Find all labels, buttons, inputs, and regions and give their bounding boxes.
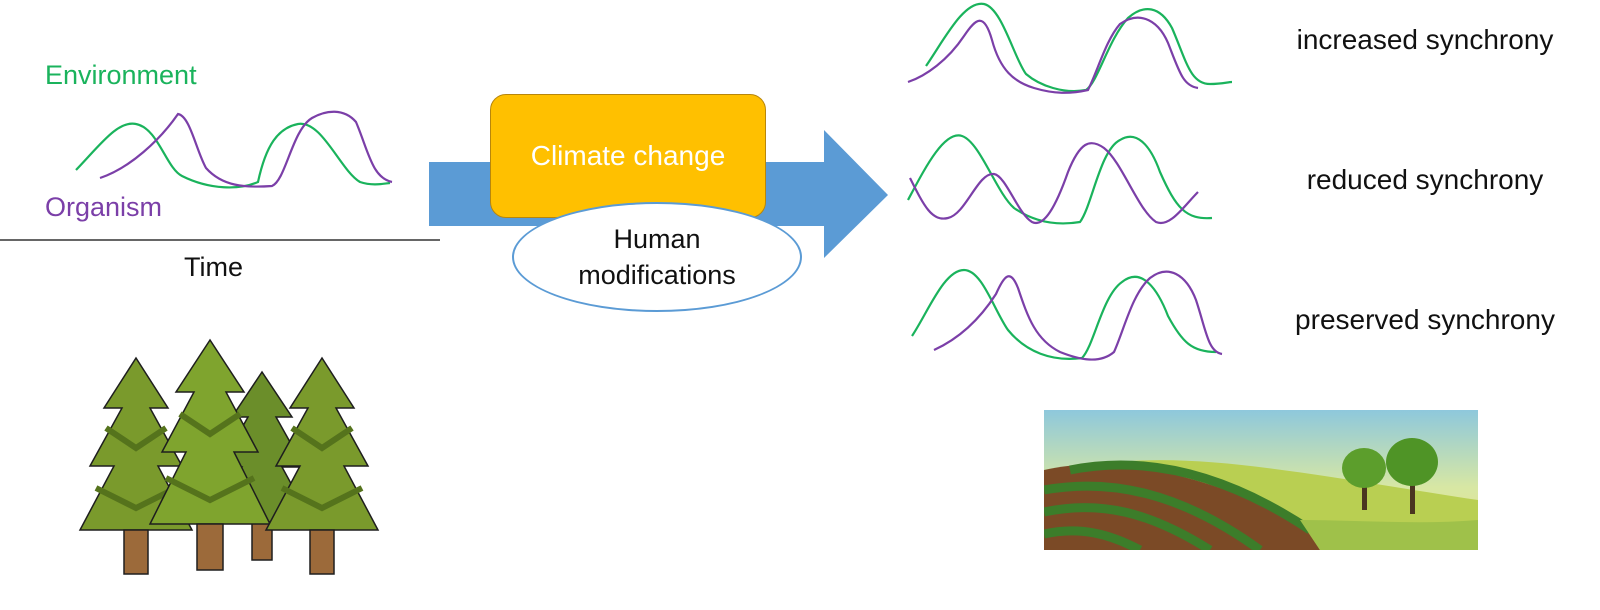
environment-curve-preserved [911,268,1217,360]
outcome-label-reduced: reduced synchrony [1306,164,1544,195]
environment-label: Environment [45,60,197,90]
environment-curve-reduced [907,134,1213,225]
climate-change-label: Climate change [530,140,726,171]
organism-curve-preserved [933,270,1223,361]
outcome-label-preserved: preserved synchrony [1295,304,1555,335]
time-axis-label: Time [184,252,243,282]
human-modifications-label-line2: modifications [578,260,736,290]
organism-curve-baseline [99,110,393,188]
climate-change-box: Climate change [490,94,766,218]
forest-illustration [78,338,380,575]
outcome-label-increased: increased synchrony [1296,24,1554,55]
organism-curve-reduced [909,142,1199,225]
human-modifications-label-line1: Human [613,224,701,254]
organism-label: Organism [45,192,163,222]
environment-curve-increased [925,2,1233,93]
human-modifications-ellipse: Human modifications [512,202,802,312]
organism-curve-increased [907,16,1199,94]
farmland-illustration [1044,410,1478,550]
environment-curve-baseline [75,122,391,189]
